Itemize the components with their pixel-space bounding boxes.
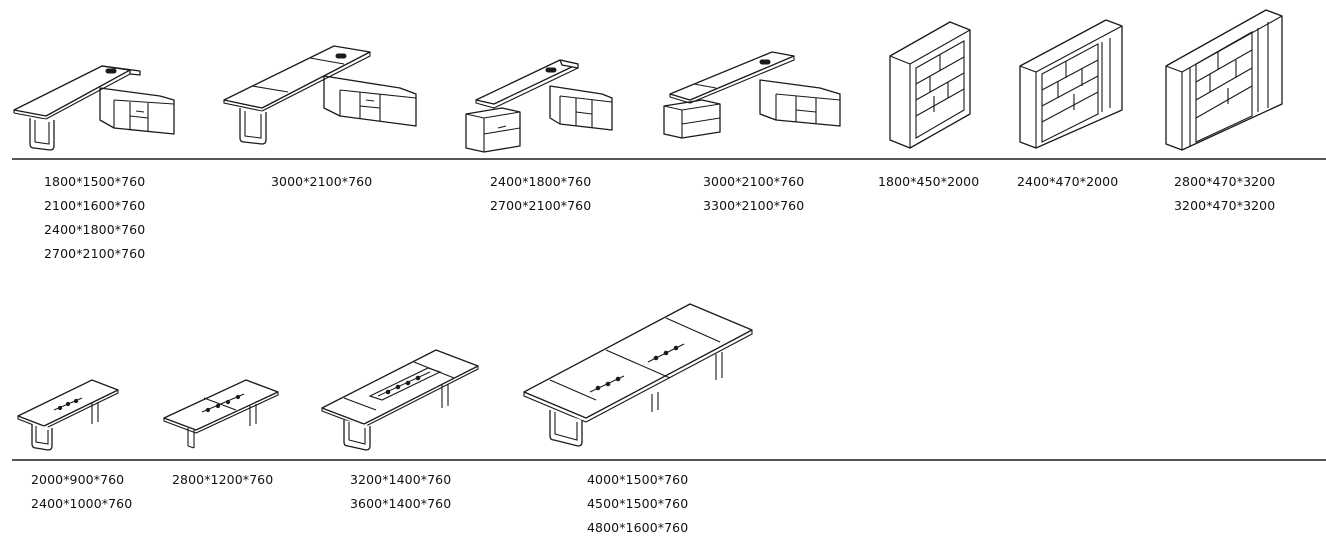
size-label: 3000*2100*760 [271, 174, 373, 189]
size-label: 2700*2100*760 [44, 246, 146, 261]
row-divider-bottom [12, 459, 1326, 461]
size-list-wall-cabinet: 2800*470*3200 3200*470*3200 [1174, 170, 1275, 218]
size-list-bookcase: 1800*450*2000 [878, 170, 979, 194]
executive-desk-pedestal-large-icon [660, 48, 850, 144]
size-label: 2400*1800*760 [490, 174, 592, 189]
size-list-executive-desk: 1800*1500*760 2100*1600*760 2400*1800*76… [44, 170, 145, 266]
size-label: 2400*1000*760 [31, 496, 133, 511]
executive-desk-pedestal-icon [462, 56, 622, 156]
conference-table-small-icon [14, 376, 124, 454]
row-divider-top [12, 158, 1326, 160]
size-label: 2100*1600*760 [44, 198, 146, 213]
size-label: 3000*2100*760 [703, 174, 805, 189]
size-label: 2800*1200*760 [172, 472, 274, 487]
wall-cabinet-icon [1162, 8, 1286, 151]
size-list-bookcase-wide: 2400*470*2000 [1017, 170, 1118, 194]
size-label: 2800*470*3200 [1174, 174, 1276, 189]
size-list-conference-table-large: 4000*1500*760 4500*1500*760 4800*1600*76… [587, 468, 688, 540]
size-label: 3200*470*3200 [1174, 198, 1276, 213]
size-label: 2000*900*760 [31, 472, 125, 487]
executive-desk-long-icon [220, 42, 420, 152]
size-label: 3300*2100*760 [703, 198, 805, 213]
conference-table-medium-icon [318, 346, 484, 454]
size-list-conference-table: 2800*1200*760 [172, 468, 273, 492]
size-label: 4000*1500*760 [587, 472, 689, 487]
bookcase-icon [884, 16, 974, 149]
size-label: 2700*2100*760 [490, 198, 592, 213]
size-list-executive-desk-long: 3000*2100*760 [271, 170, 372, 194]
bookcase-wide-icon [1014, 16, 1124, 149]
size-label: 4800*1600*760 [587, 520, 689, 535]
size-list-executive-desk-pedestal: 2400*1800*760 2700*2100*760 [490, 170, 591, 218]
size-list-conference-table-medium: 3200*1400*760 3600*1400*760 [350, 468, 451, 516]
size-label: 3600*1400*760 [350, 496, 452, 511]
executive-desk-icon [10, 58, 180, 154]
size-label: 1800*450*2000 [878, 174, 980, 189]
size-list-conference-table-small: 2000*900*760 2400*1000*760 [31, 468, 132, 516]
conference-table-icon [160, 376, 284, 454]
size-label: 2400*1800*760 [44, 222, 146, 237]
size-list-executive-desk-pedestal-large: 3000*2100*760 3300*2100*760 [703, 170, 804, 218]
size-label: 4500*1500*760 [587, 496, 689, 511]
size-label: 3200*1400*760 [350, 472, 452, 487]
size-label: 1800*1500*760 [44, 174, 146, 189]
conference-table-large-icon [520, 300, 760, 456]
size-label: 2400*470*2000 [1017, 174, 1119, 189]
